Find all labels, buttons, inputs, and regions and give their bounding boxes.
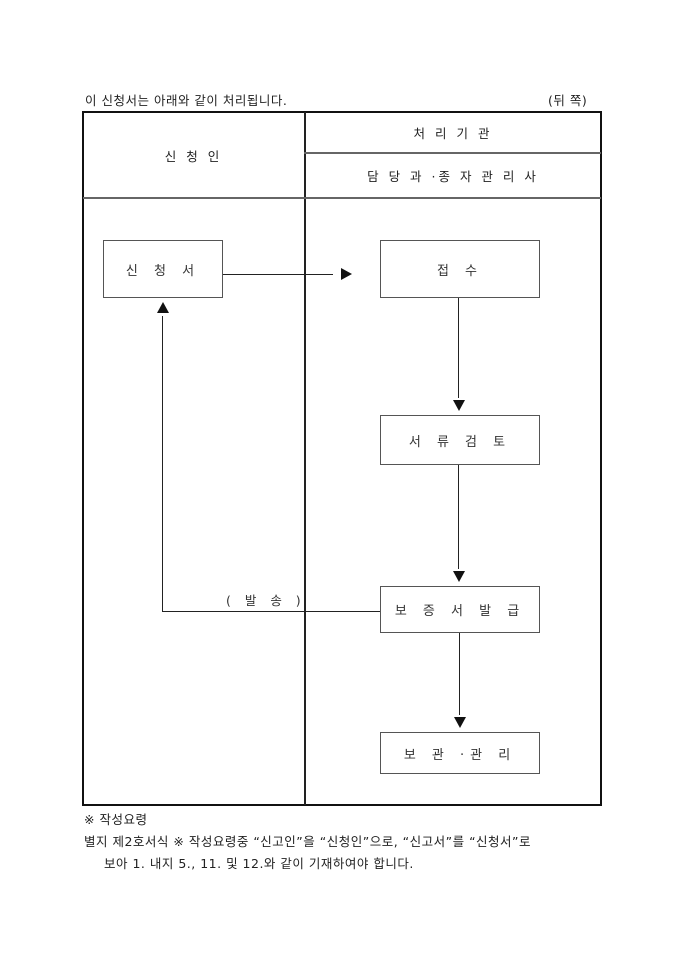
application-box: 신 청 서 xyxy=(103,240,223,298)
page-side-label: (뒤 쪽) xyxy=(548,93,588,108)
dispatch-label: ( 발 송 ) xyxy=(226,593,306,608)
storage-management-box: 보 관 ·관 리 xyxy=(380,732,540,774)
process-table-frame xyxy=(82,111,602,806)
arrow-right-icon xyxy=(341,268,352,280)
processing-agency-header: 처 리 기 관 xyxy=(413,126,493,141)
arrow-down-icon xyxy=(454,717,466,728)
notes-line-2: 보아 1. 내지 5., 11. 및 12.와 같이 기재하여야 합니다. xyxy=(104,856,414,871)
arrow-down-icon xyxy=(453,400,465,411)
column-divider xyxy=(304,112,306,805)
intro-text: 이 신청서는 아래와 같이 처리됩니다. xyxy=(85,93,288,108)
certificate-issue-box: 보 증 서 발 급 xyxy=(380,586,540,633)
notes-title: ※ 작성요령 xyxy=(84,812,148,827)
application-to-receipt-line xyxy=(223,274,333,275)
receipt-to-review-line xyxy=(458,298,459,398)
review-to-certificate-line xyxy=(458,465,459,569)
receipt-box: 접 수 xyxy=(380,240,540,298)
certificate-to-storage-line xyxy=(459,633,460,715)
dispatch-vertical-line xyxy=(162,316,163,612)
arrow-up-icon xyxy=(157,302,169,313)
document-review-box: 서 류 검 토 xyxy=(380,415,540,465)
dispatch-horizontal-line xyxy=(162,611,380,612)
header-divider xyxy=(83,197,601,199)
department-header: 담 당 과 ·종 자 관 리 사 xyxy=(367,168,539,184)
notes-line-1: 별지 제2호서식 ※ 작성요령중 “신고인”을 “신청인”으로, “신고서”를 … xyxy=(84,834,532,849)
arrow-down-icon xyxy=(453,571,465,582)
header-subdivider xyxy=(304,152,601,154)
applicant-column-header: 신 청 인 xyxy=(164,148,223,164)
